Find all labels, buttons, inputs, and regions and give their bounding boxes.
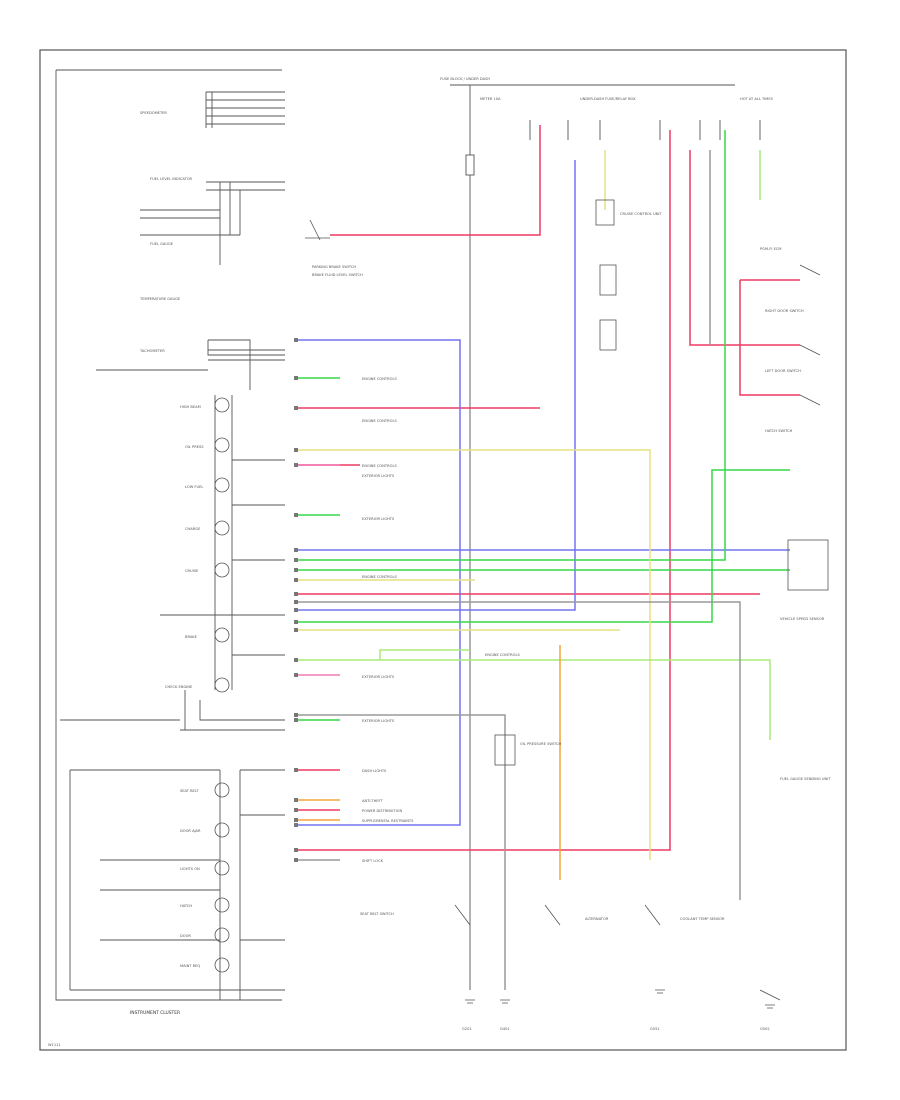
connector-ticks (294, 338, 298, 862)
wire-lgreen-b (379, 649, 470, 660)
dash-fuse-label: UNDER-DASH FUSE/RELAY BOX (580, 97, 636, 101)
cluster-title: INSTRUMENT CLUSTER (130, 1010, 180, 1016)
label-ecm-4: ENGINE CONTROLS (362, 575, 397, 579)
component-labels: PARKING BRAKE SWITCH BRAKE FLUID LEVEL S… (312, 212, 831, 921)
cluster-lamp-labels: HIGH BEAM OIL PRESS LOW FUEL CHARGE CRUI… (165, 405, 204, 968)
lamp-label-5: BRAKE (185, 635, 198, 639)
fuse-box-label: FUSE BLOCK / UNDER DASH (440, 77, 490, 81)
wire-red-d (689, 150, 800, 346)
wire-green-d (296, 377, 340, 721)
cluster-lamps (214, 397, 230, 973)
label-oil-press: OIL PRESSURE SWITCH (520, 742, 561, 746)
wire-green-a (296, 130, 726, 561)
label-coolant: COOLANT TEMP SENSOR (680, 917, 725, 921)
label-ext-3: EXTERIOR LIGHTS (362, 675, 395, 679)
ign-fuse-label: METER 10A (480, 97, 501, 101)
gauge-label-tach: TACHOMETER (139, 349, 165, 353)
label-fuel-unit: FUEL GAUGE SENDING UNIT (780, 777, 831, 781)
label-ecm-1: ENGINE CONTROLS (362, 377, 397, 381)
lamp-label-12: MAINT REQ (180, 964, 200, 968)
gauge-label-temp: TEMPERATURE GAUGE (139, 297, 181, 301)
gauge-label-fuel-indicator: FUEL LEVEL INDICATOR (150, 177, 193, 181)
wire-orange-b (296, 799, 340, 821)
ground-labels: G201 G401 G551 G502 (462, 1027, 770, 1031)
footer-code: W1111 (48, 1043, 61, 1047)
top-power-feed (450, 84, 761, 990)
label-vss: VEHICLE SPEED SENSOR (780, 617, 825, 621)
label-pgm-fi: PGM-FI ECM (760, 247, 782, 251)
label-anti-theft: ANTI-THEFT (362, 799, 384, 803)
wire-gray-b (296, 714, 506, 990)
lamp-label-8: DOOR AJAR (180, 829, 201, 833)
ground-label-1: G401 (500, 1027, 510, 1031)
label-alternator: ALTERNATOR (585, 917, 609, 921)
ground-label-0: G201 (462, 1027, 472, 1031)
label-ext-1: EXTERIOR LIGHTS (362, 474, 395, 478)
label-parking-brake: PARKING BRAKE SWITCH (312, 265, 356, 269)
wire-blue-b (296, 160, 576, 611)
wires (296, 125, 800, 990)
wire-yellow-b (296, 579, 620, 631)
label-left-door: LEFT DOOR SWITCH (765, 369, 801, 373)
label-ecm-2: ENGINE CONTROLS (362, 419, 397, 423)
wire-green-c (296, 469, 790, 623)
label-hatch: HATCH SWITCH (765, 429, 793, 433)
ground-label-2: G551 (650, 1027, 660, 1031)
label-dash: DASH LIGHTS (362, 769, 387, 773)
label-seat-belt: SEAT BELT SWITCH (360, 912, 394, 916)
lamp-label-1: OIL PRESS (185, 445, 204, 449)
components-right (305, 199, 829, 1009)
lamp-label-10: HATCH (180, 904, 192, 908)
lamp-label-0: HIGH BEAM (180, 405, 201, 409)
wire-pink-a (296, 464, 340, 676)
lamp-label-9: LIGHTS ON (180, 867, 200, 871)
lamp-label-2: LOW FUEL (185, 485, 203, 489)
wire-blue-a (296, 339, 461, 826)
label-ext-4: EXTERIOR LIGHTS (362, 719, 395, 723)
diagram-frame (39, 49, 847, 1051)
wire-yellow-a (296, 449, 651, 860)
top-labels: FUSE BLOCK / UNDER DASH METER 10A UNDER-… (440, 77, 774, 101)
lamp-label-7: SEAT BELT (180, 789, 199, 793)
wire-lgreen-a (296, 659, 771, 740)
lamp-label-6: CHECK ENGINE (165, 685, 193, 689)
label-shift-lock: SHIFT LOCK (362, 859, 384, 863)
label-brake-fluid: BRAKE FLUID LEVEL SWITCH (312, 273, 363, 277)
label-sri: SUPPLEMENTAL RESTRAINTS (362, 819, 414, 823)
label-right-door: RIGHT DOOR SWITCH (765, 309, 804, 313)
wire-red-e (739, 279, 800, 396)
gauge-label-speedometer: SPEEDOMETER (140, 111, 167, 115)
lamp-label-4: CRUISE (185, 569, 199, 573)
wire-red-c (296, 130, 671, 851)
label-cruise-relay: CRUISE CONTROL UNIT (620, 212, 662, 216)
label-power-dist: POWER DISTRIBUTION (362, 809, 402, 813)
hot-always-label: HOT AT ALL TIMES (740, 97, 774, 101)
label-ecm-5: ENGINE CONTROLS (485, 653, 520, 657)
label-ecm-3: ENGINE CONTROLS (362, 464, 397, 468)
label-ext-2: EXTERIOR LIGHTS (362, 517, 395, 521)
instrument-cluster (55, 69, 285, 1001)
lamp-label-3: CHARGE (185, 527, 201, 531)
wire-red-a (330, 125, 541, 236)
cluster-gauge-labels: SPEEDOMETER FUEL LEVEL INDICATOR FUEL GA… (139, 111, 193, 353)
wire-gray-a (296, 601, 741, 900)
lamp-label-11: DOOR (180, 934, 191, 938)
wire-red-g (296, 769, 340, 811)
gauge-label-fuel: FUEL GAUGE (150, 242, 174, 246)
ground-label-3: G502 (760, 1027, 770, 1031)
